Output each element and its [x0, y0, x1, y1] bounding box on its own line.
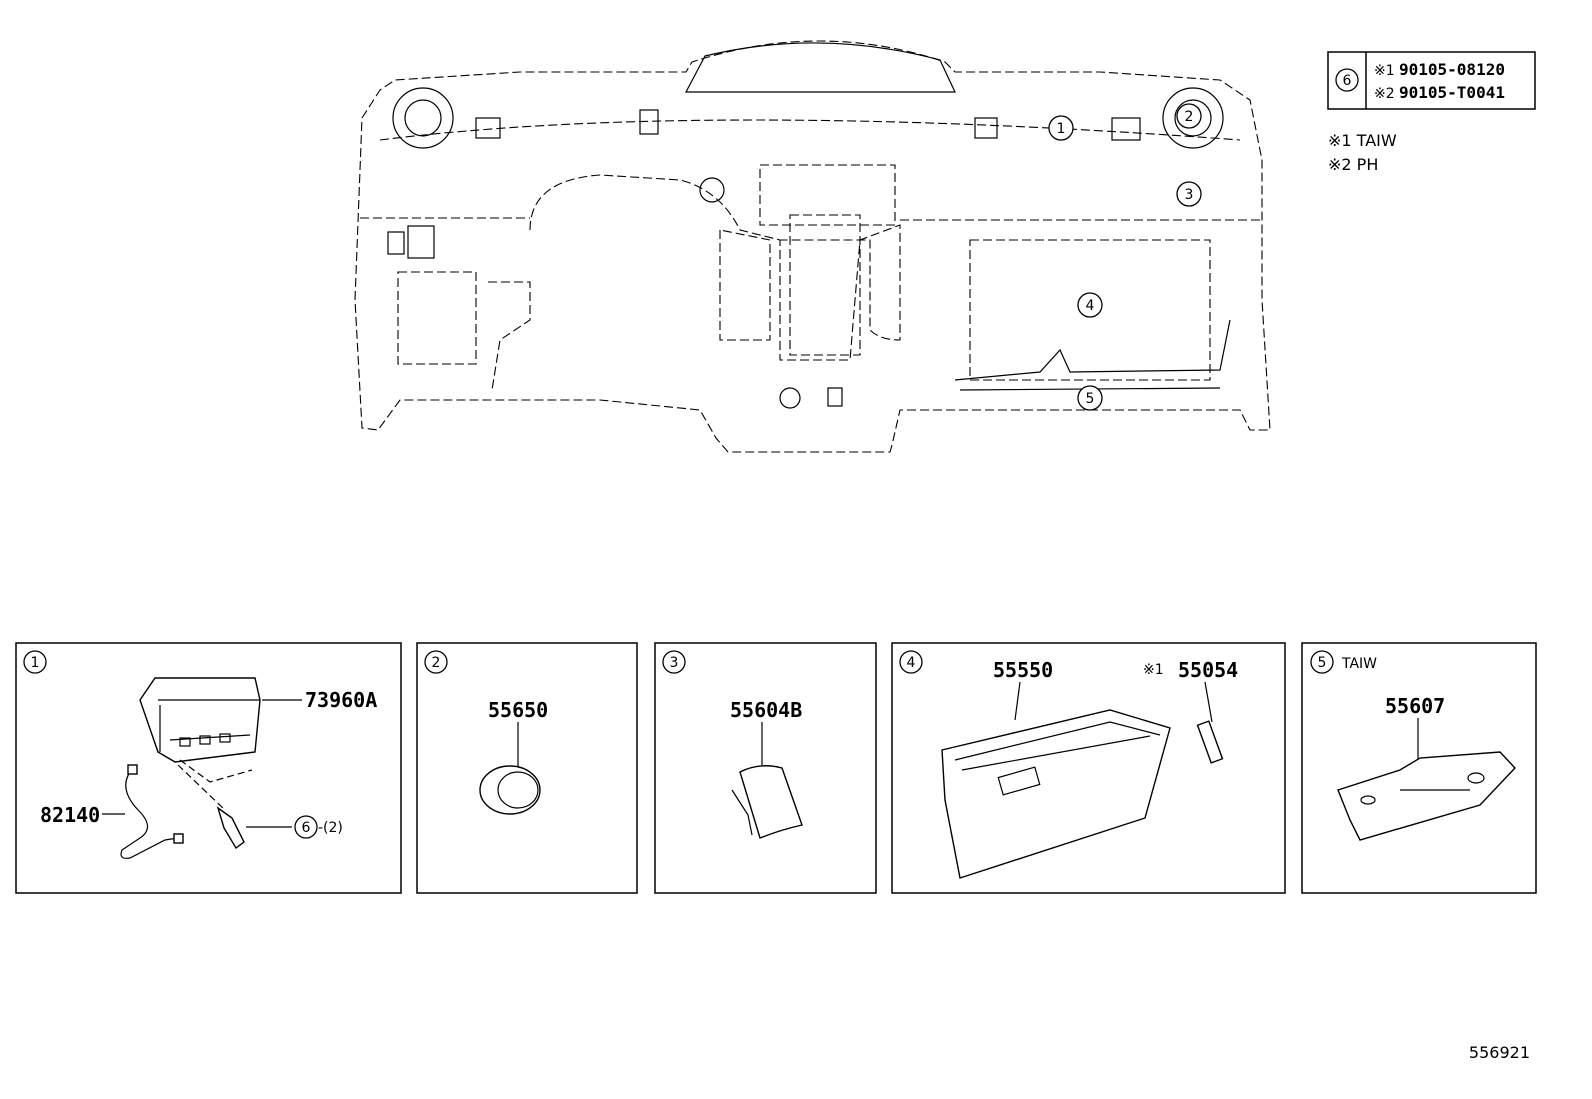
legend-mark-1: ※1 [1374, 63, 1395, 79]
column-opening [529, 174, 901, 361]
wire-harness [120, 771, 179, 859]
lamp-mark: ※1 [1143, 662, 1164, 678]
ignition-switch [699, 177, 725, 203]
bolt-ref-circle [294, 815, 318, 839]
legend-part-1: 90105-08120 [1399, 60, 1505, 79]
part-55604B: 55604B [730, 698, 802, 722]
note-ph: ※2 PH [1328, 155, 1378, 174]
svg-text:6: 6 [302, 820, 311, 836]
detail-panel-4: 4 55550 ※1 55054 [891, 642, 1286, 894]
right-bracket-1 [974, 117, 998, 139]
glovebox-bracket-outline [954, 319, 1231, 381]
part-73960A: 73960A [305, 688, 377, 712]
callout-2: 2 [1176, 103, 1202, 129]
left-switch-2 [407, 225, 435, 259]
svg-text:3: 3 [1185, 187, 1194, 203]
part-55607: 55607 [1385, 694, 1445, 718]
center-left-recess [719, 229, 771, 341]
left-bracket-1 [475, 117, 501, 139]
defroster-area [685, 42, 956, 93]
right-vent-inner [1174, 99, 1212, 137]
svg-text:4: 4 [907, 655, 916, 671]
fastener-legend: 6 ※1 90105-08120 ※2 90105-T0041 [1327, 51, 1536, 110]
detail-panel-3: 3 55604B [654, 642, 877, 894]
legend-mark-2: ※2 [1374, 86, 1395, 102]
glovebox-opening [969, 239, 1211, 381]
detail-panel-5: 5 TAIW 55607 [1301, 642, 1537, 894]
callout-1: 1 [1048, 115, 1074, 141]
left-vent-inner [404, 99, 442, 137]
glove-box-handle [997, 766, 1041, 796]
detail-panel-2: 2 55650 [416, 642, 638, 894]
right-bracket-2 [1111, 117, 1141, 141]
callout-4: 4 [1077, 292, 1103, 318]
callout-3: 3 [1176, 181, 1202, 207]
svg-text:2: 2 [432, 655, 441, 671]
part-55550: 55550 [993, 658, 1053, 682]
bolt [216, 806, 245, 850]
part-55650: 55650 [488, 698, 548, 722]
left-vent [392, 87, 454, 149]
svg-text:4: 4 [1086, 298, 1095, 314]
note-taiw: ※1 TAIW [1328, 131, 1397, 150]
left-lower-panel [397, 271, 477, 365]
airbag-module [139, 677, 261, 763]
legend-item-number: 6 [1343, 73, 1352, 89]
svg-text:3: 3 [670, 655, 679, 671]
center-stack-frame [759, 164, 896, 226]
switch-cover [739, 765, 803, 839]
lower-center-hole [779, 387, 801, 409]
left-switch-1 [387, 231, 405, 255]
svg-text:5: 5 [1318, 655, 1327, 671]
dashboard-outline [354, 40, 1271, 453]
detail-panel-1: 1 73960A 6 -(2) 82140 [15, 642, 402, 894]
svg-text:1: 1 [1057, 121, 1066, 137]
left-bracket-2 [639, 109, 659, 135]
left-knee-trim [488, 281, 531, 391]
instrument-panel-overview: 1 2 3 4 5 [354, 40, 1271, 453]
svg-text:5: 5 [1086, 391, 1095, 407]
panel-5-suffix: TAIW [1341, 656, 1377, 672]
glove-box-lamp [1196, 720, 1224, 764]
part-82140: 82140 [40, 803, 100, 827]
svg-text:2: 2 [1185, 109, 1194, 125]
vent-register [479, 765, 541, 815]
callout-5: 5 [1077, 385, 1103, 411]
svg-text:1: 1 [31, 655, 40, 671]
center-console-frame [789, 214, 861, 356]
lower-center-slot [827, 387, 843, 407]
part-55054: 55054 [1178, 658, 1238, 682]
diagram-number: 556921 [1469, 1043, 1530, 1062]
bolt-quantity: -(2) [318, 820, 343, 836]
dashboard-upper-line [379, 119, 1241, 141]
right-vent [1162, 87, 1224, 149]
legend-part-2: 90105-T0041 [1399, 83, 1505, 102]
glove-box [941, 709, 1171, 879]
